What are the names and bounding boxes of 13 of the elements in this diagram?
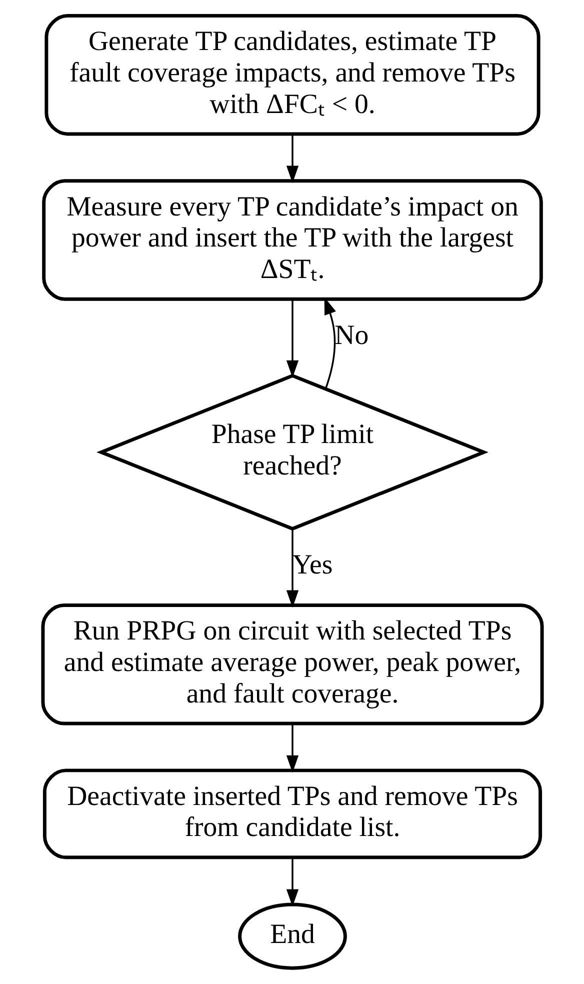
node-box: Measure every TP candidate’s impact on power and insert the TP with the largest ΔSTₜ. [42,179,542,301]
node-box: Run PRPG on circuit with selected TPs and estimate average power, peak power, and fault coverage. [40,604,544,726]
node-box: Deactivate inserted TPs and remove TPs from candidate list. [42,768,542,860]
arrow [286,724,298,773]
node-diamond: Phase TP limit reached? [96,374,488,531]
arrow [286,299,298,378]
node-ellipse: End [238,902,346,970]
edge-label: No [334,320,368,352]
arrow [286,134,298,184]
arrow [286,529,298,608]
node-box: Generate TP candidates, estimate TP fault coverage impacts, and remove TPs with ΔFCₜ < 0. [44,14,540,136]
arrow [324,297,336,390]
arrow [286,858,298,907]
